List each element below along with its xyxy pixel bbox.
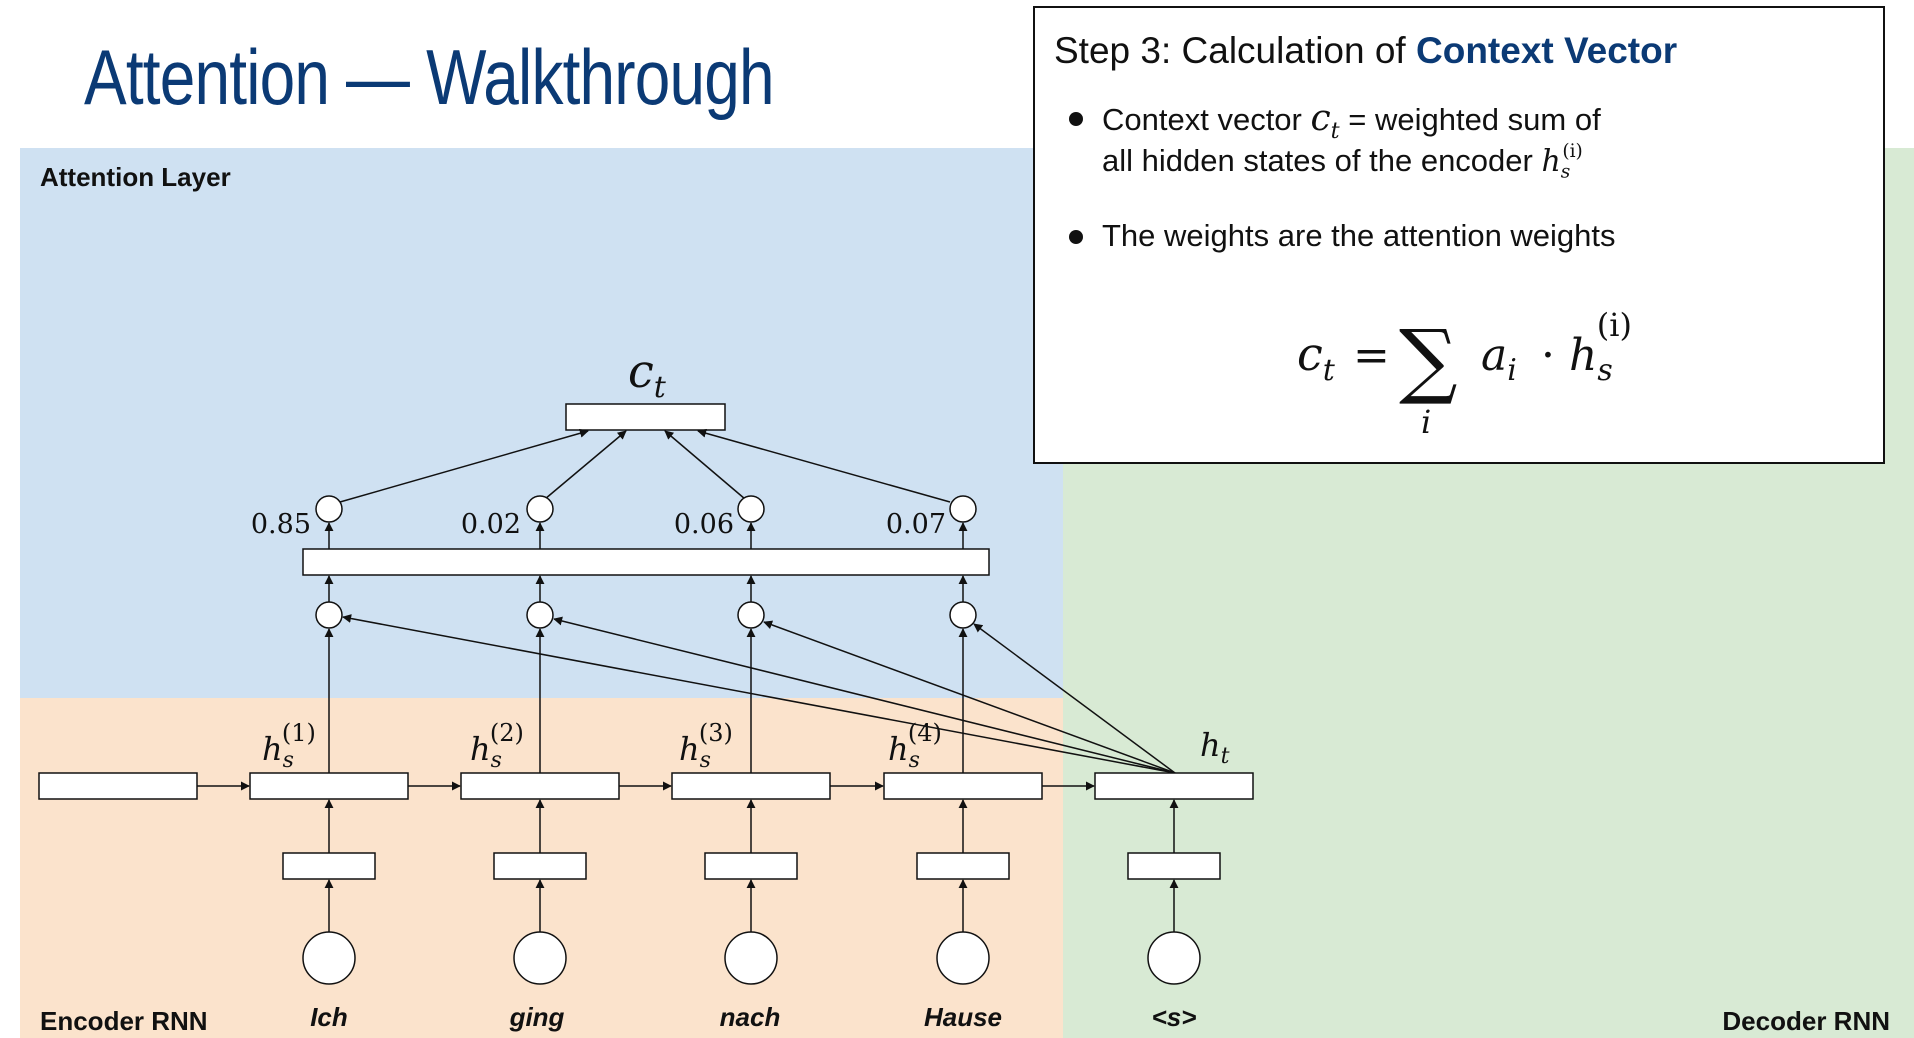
encoder-to-score-arrows xyxy=(324,628,968,773)
bullet-dot-2 xyxy=(1069,230,1083,244)
formula-equals: = xyxy=(1353,330,1390,381)
encoder-rnn-label: Encoder RNN xyxy=(40,1006,208,1036)
attention-layer-label: Attention Layer xyxy=(40,162,231,192)
weight-value-4: 0.07 xyxy=(886,509,946,540)
hidden-state-row xyxy=(38,772,1254,800)
decoder-to-score-arrows xyxy=(342,614,1176,774)
weight-node-4 xyxy=(949,495,977,523)
weight-value-3: 0.06 xyxy=(674,509,734,540)
encoder-state-box-4 xyxy=(883,772,1043,800)
explanation-box: Step 3: Calculation of Context Vector Co… xyxy=(1033,6,1885,464)
score-node-4 xyxy=(949,601,977,629)
attention-weight-nodes xyxy=(315,495,977,523)
encoder-state-label-3: hs(3) xyxy=(679,719,733,773)
embedding-box-1 xyxy=(282,852,376,880)
bullet-dot-1 xyxy=(1069,112,1083,126)
bullet-1-line-1: Context vector ct = weighted sum of xyxy=(1102,98,1601,144)
page-title: Attention — Walkthrough xyxy=(84,33,775,121)
input-node-1 xyxy=(302,931,356,985)
input-word-3: nach xyxy=(720,1002,781,1032)
encoder-state-box-2 xyxy=(460,772,620,800)
weight-node-2 xyxy=(526,495,554,523)
embedding-arrows xyxy=(324,799,1179,932)
input-node-3 xyxy=(724,931,778,985)
embedding-box-5 xyxy=(1127,852,1221,880)
encoder-state-box-3 xyxy=(671,772,831,800)
context-vector-box xyxy=(565,403,726,431)
formula-sum-sign: ∑ xyxy=(1399,313,1458,408)
decoder-state-box xyxy=(1094,772,1254,800)
context-vector-formula: ct = ∑ i ai · hs(i) xyxy=(1297,306,1632,441)
softmax-arrows xyxy=(324,522,968,602)
bullet-1-line-2: all hidden states of the encoder hs(i) xyxy=(1102,141,1583,183)
decoder-state-label: ht xyxy=(1200,726,1230,769)
encoder-initial-state-box xyxy=(38,772,198,800)
embedding-box-2 xyxy=(493,852,587,880)
encoder-state-label-2: hs(2) xyxy=(470,719,524,773)
weight-value-2: 0.02 xyxy=(461,509,521,540)
bullet-2: The weights are the attention weights xyxy=(1102,218,1616,253)
decoder-rnn-label: Decoder RNN xyxy=(1722,1006,1890,1036)
encoder-state-label-1: hs(1) xyxy=(262,719,316,773)
explanation-heading: Step 3: Calculation of Context Vector xyxy=(1054,30,1677,72)
input-node-4 xyxy=(936,931,990,985)
formula-state: hs(i) xyxy=(1569,306,1632,388)
context-arrows xyxy=(339,428,951,503)
embedding-box-3 xyxy=(704,852,798,880)
score-node-3 xyxy=(737,601,765,629)
formula-lhs: ct xyxy=(1297,327,1336,388)
weight-node-3 xyxy=(737,495,765,523)
formula-sum-index: i xyxy=(1421,403,1431,441)
context-vector-label: ct xyxy=(628,344,667,405)
decoder-input-word: <s> xyxy=(1152,1002,1197,1032)
input-node-2 xyxy=(513,931,567,985)
encoder-state-box-1 xyxy=(249,772,409,800)
input-word-2: ging xyxy=(509,1002,565,1032)
heading-highlight: Context Vector xyxy=(1416,30,1678,71)
score-node-2 xyxy=(526,601,554,629)
softmax-layer-box xyxy=(302,548,990,576)
weight-node-1 xyxy=(315,495,343,523)
input-token-nodes xyxy=(302,931,1201,985)
heading-prefix: Step 3: Calculation of xyxy=(1054,30,1416,71)
input-word-4: Hause xyxy=(924,1002,1002,1032)
formula-weight: ai xyxy=(1481,330,1517,388)
input-word-1: Ich xyxy=(310,1002,348,1032)
score-nodes xyxy=(315,601,977,629)
formula-dot: · xyxy=(1541,330,1555,381)
weight-value-1: 0.85 xyxy=(251,509,311,540)
encoder-state-label-4: hs(4) xyxy=(888,719,942,773)
embedding-box-4 xyxy=(916,852,1010,880)
input-node-5 xyxy=(1147,931,1201,985)
score-node-1 xyxy=(315,601,343,629)
